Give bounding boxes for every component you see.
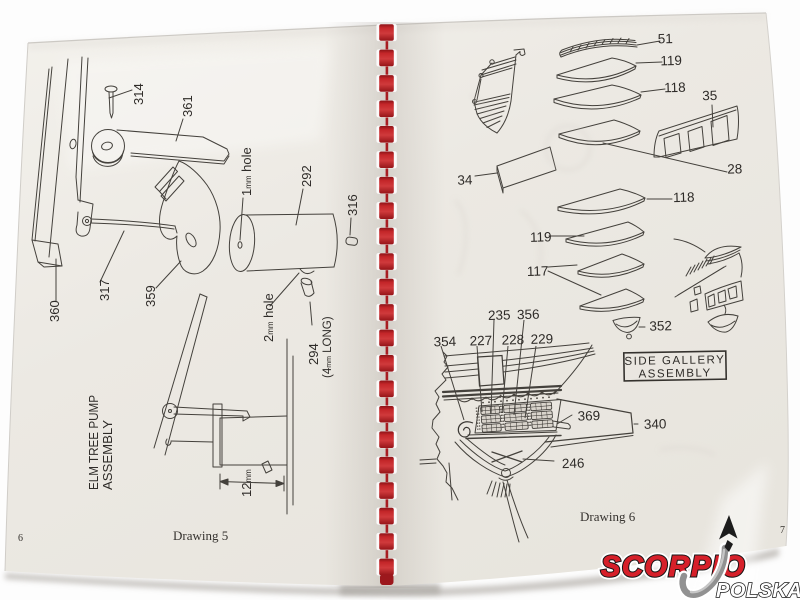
svg-text:119: 119 <box>660 53 682 69</box>
svg-text:354: 354 <box>433 334 456 350</box>
svg-text:Drawing 5: Drawing 5 <box>173 528 228 543</box>
svg-text:369: 369 <box>577 408 600 424</box>
svg-text:SIDE GALLERY: SIDE GALLERY <box>624 354 725 368</box>
svg-text:119: 119 <box>530 229 552 245</box>
svg-text:118: 118 <box>673 190 695 206</box>
svg-text:316: 316 <box>345 194 360 216</box>
svg-text:7: 7 <box>780 525 785 536</box>
svg-text:ASSEMBLY: ASSEMBLY <box>101 419 115 490</box>
svg-text:117: 117 <box>527 263 549 279</box>
svg-text:28: 28 <box>727 161 742 176</box>
svg-text:35: 35 <box>702 88 717 103</box>
svg-text:229: 229 <box>530 331 553 347</box>
svg-text:294: 294 <box>306 343 321 365</box>
svg-text:361: 361 <box>180 95 195 117</box>
svg-text:352: 352 <box>649 318 672 334</box>
svg-text:235: 235 <box>488 307 511 323</box>
svg-text:6: 6 <box>18 533 23 544</box>
svg-text:360: 360 <box>47 300 62 322</box>
svg-text:340: 340 <box>644 416 667 432</box>
svg-text:POLSKA: POLSKA <box>716 580 800 600</box>
svg-text:34: 34 <box>457 172 473 187</box>
svg-text:292: 292 <box>299 165 314 187</box>
svg-text:ELM TREE PUMP: ELM TREE PUMP <box>87 395 101 490</box>
svg-text:314: 314 <box>131 83 146 105</box>
svg-text:228: 228 <box>501 332 524 348</box>
svg-text:359: 359 <box>143 285 158 307</box>
svg-text:Drawing 6: Drawing 6 <box>580 509 636 524</box>
svg-text:(4mm LONG): (4mm LONG) <box>322 316 334 378</box>
svg-text:227: 227 <box>469 333 492 349</box>
svg-text:51: 51 <box>658 31 673 46</box>
svg-text:ASSEMBLY: ASSEMBLY <box>638 367 711 380</box>
svg-text:246: 246 <box>562 456 585 472</box>
svg-text:118: 118 <box>664 80 686 96</box>
svg-text:317: 317 <box>97 279 112 301</box>
svg-text:356: 356 <box>517 307 540 323</box>
